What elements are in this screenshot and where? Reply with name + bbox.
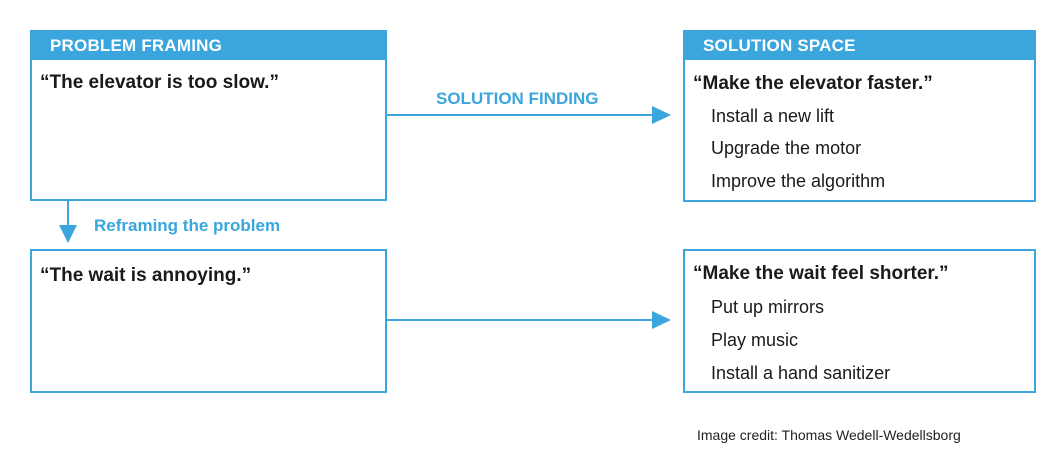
problem-framing-header: PROBLEM FRAMING	[32, 32, 385, 60]
problem-statement: “The elevator is too slow.”	[40, 72, 279, 93]
reframed-solution-item: Put up mirrors	[711, 297, 825, 317]
solution-finding-label: SOLUTION FINDING	[436, 89, 599, 108]
solution-space-box: SOLUTION SPACE “Make the elevator faster…	[683, 30, 1036, 202]
reframed-solution-statement: “Make the wait feel shorter.”	[693, 263, 949, 284]
reframing-label: Reframing the problem	[94, 216, 281, 235]
reframed-problem-statement: “The wait is annoying.”	[40, 265, 252, 286]
reframed-problem-box: “The wait is annoying.”	[30, 249, 387, 393]
solution-finding-arrow	[386, 106, 671, 124]
reframing-arrow	[59, 199, 77, 243]
reframed-solution-item: Play music	[711, 330, 799, 350]
solution-statement: “Make the elevator faster.”	[693, 73, 933, 94]
image-credit: Image credit: Thomas Wedell-Wedellsborg	[697, 427, 961, 443]
reframed-solution-item: Install a hand sanitizer	[711, 363, 891, 383]
solution-item: Install a new lift	[711, 106, 835, 126]
solution-item: Improve the algorithm	[711, 171, 886, 191]
reframed-solution-box: “Make the wait feel shorter.” Put up mir…	[683, 249, 1036, 393]
reframed-solution-arrow	[386, 311, 671, 329]
problem-framing-box: PROBLEM FRAMING “The elevator is too slo…	[30, 30, 387, 201]
solution-space-header: SOLUTION SPACE	[685, 32, 1034, 60]
solution-item: Upgrade the motor	[711, 138, 862, 158]
